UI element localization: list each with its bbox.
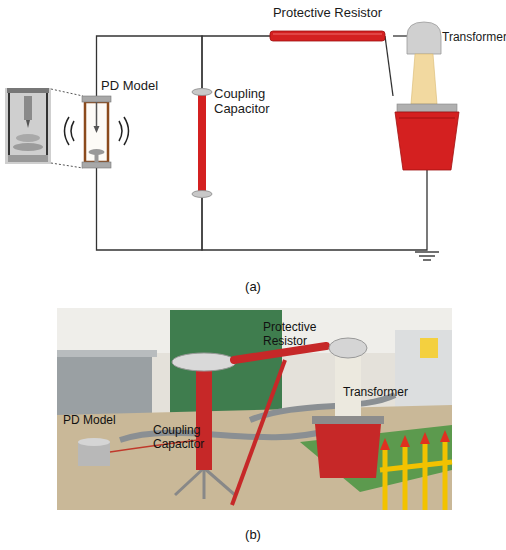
wave-mark — [124, 117, 129, 145]
thumbnail-post — [46, 90, 48, 162]
photo-transformer-tank — [315, 424, 381, 478]
transformer-symbol — [393, 22, 461, 170]
wave-mark — [71, 121, 74, 141]
pd-bottom-plate — [82, 162, 111, 168]
thumbnail-electrode — [16, 134, 40, 142]
photo-fence-tip — [440, 430, 450, 442]
wave-mark — [65, 117, 70, 145]
thumbnail-electrode — [24, 96, 32, 120]
resistor-highlight — [273, 33, 382, 34]
circuit-wire — [202, 36, 270, 88]
pd-needle — [96, 102, 98, 126]
resistor-symbol — [270, 31, 385, 41]
transformer-bushing — [411, 54, 437, 104]
resistor-body — [270, 31, 385, 41]
photo-fence — [443, 440, 448, 510]
capacitor-node: Coupling Capacitor — [192, 88, 212, 198]
circuit-wire — [202, 170, 427, 250]
transformer-node: Transformer — [393, 22, 461, 170]
pd-needle-tip — [94, 126, 100, 133]
subfigure-label: (b) — [228, 528, 278, 542]
photo-label: Protective Resistor — [263, 320, 325, 348]
thumbnail-photo — [5, 88, 51, 164]
photo-pd-model — [78, 438, 110, 446]
capacitor-plate — [192, 191, 212, 198]
ground-symbol — [415, 251, 439, 252]
photo-tripod — [204, 468, 235, 495]
circuit-wire — [97, 36, 203, 96]
zoom-line — [51, 163, 83, 168]
photo-fence — [380, 462, 452, 470]
thumbnail-electrode — [13, 143, 43, 151]
photo-tripod — [203, 468, 206, 499]
photo-fence-tip — [420, 432, 430, 444]
photo-pipe — [120, 430, 330, 440]
thumbnail-plate — [7, 88, 49, 93]
photo-label: Transformer — [343, 385, 423, 399]
pd-electrode-stem — [95, 152, 99, 162]
circuit-wire — [385, 36, 393, 96]
photo-capacitor-dome — [172, 353, 236, 371]
photo-resistor — [234, 346, 326, 360]
thumbnail-base — [8, 155, 48, 162]
photo-fence — [383, 448, 388, 510]
transformer-flange — [397, 104, 457, 112]
wave-mark — [119, 121, 122, 141]
capacitor-plate — [192, 89, 212, 96]
pd-model-symbol — [83, 96, 110, 168]
photo-mat — [300, 425, 452, 492]
transformer-dome — [407, 22, 441, 54]
photo-tripod — [175, 468, 204, 495]
photo-wall — [57, 308, 452, 510]
photo-sign — [420, 338, 438, 358]
photo-transformer-dome — [329, 338, 367, 358]
photo-label: PD Model — [63, 413, 133, 427]
resistor-node: Protective Resistor — [270, 31, 385, 41]
photo-fence-tip — [400, 435, 410, 447]
pd-frame — [85, 102, 108, 162]
thumbnail-needle — [26, 120, 30, 128]
transformer-tank — [395, 112, 459, 170]
photo-cabinet — [57, 356, 152, 416]
thumbnail-post — [8, 90, 10, 162]
capacitor-body — [198, 92, 206, 194]
photo-fence-tip — [380, 438, 390, 450]
ground-symbol — [423, 259, 431, 260]
photo-label: Coupling Capacitor — [153, 423, 217, 451]
ground-symbol — [419, 255, 435, 256]
pd-top-plate — [82, 96, 111, 102]
component-label: Transformer — [442, 30, 506, 45]
component-label: PD Model — [101, 78, 181, 93]
component-label: Coupling Capacitor — [214, 86, 278, 116]
component-label: Protective Resistor — [255, 5, 400, 20]
zoom-line — [51, 89, 83, 96]
photo-fence — [423, 442, 428, 510]
circuit-wire — [97, 168, 203, 250]
transformer-rim — [399, 117, 455, 118]
capacitor-symbol — [192, 88, 212, 198]
subfigure-label: (a) — [228, 280, 278, 294]
photo-flange — [312, 416, 384, 424]
photo-ground-rod — [232, 360, 285, 505]
photo-counter — [57, 350, 157, 357]
photo-fence — [403, 445, 408, 510]
pd-model-node: PD Model — [83, 96, 110, 168]
photo-capacitor — [196, 368, 212, 470]
